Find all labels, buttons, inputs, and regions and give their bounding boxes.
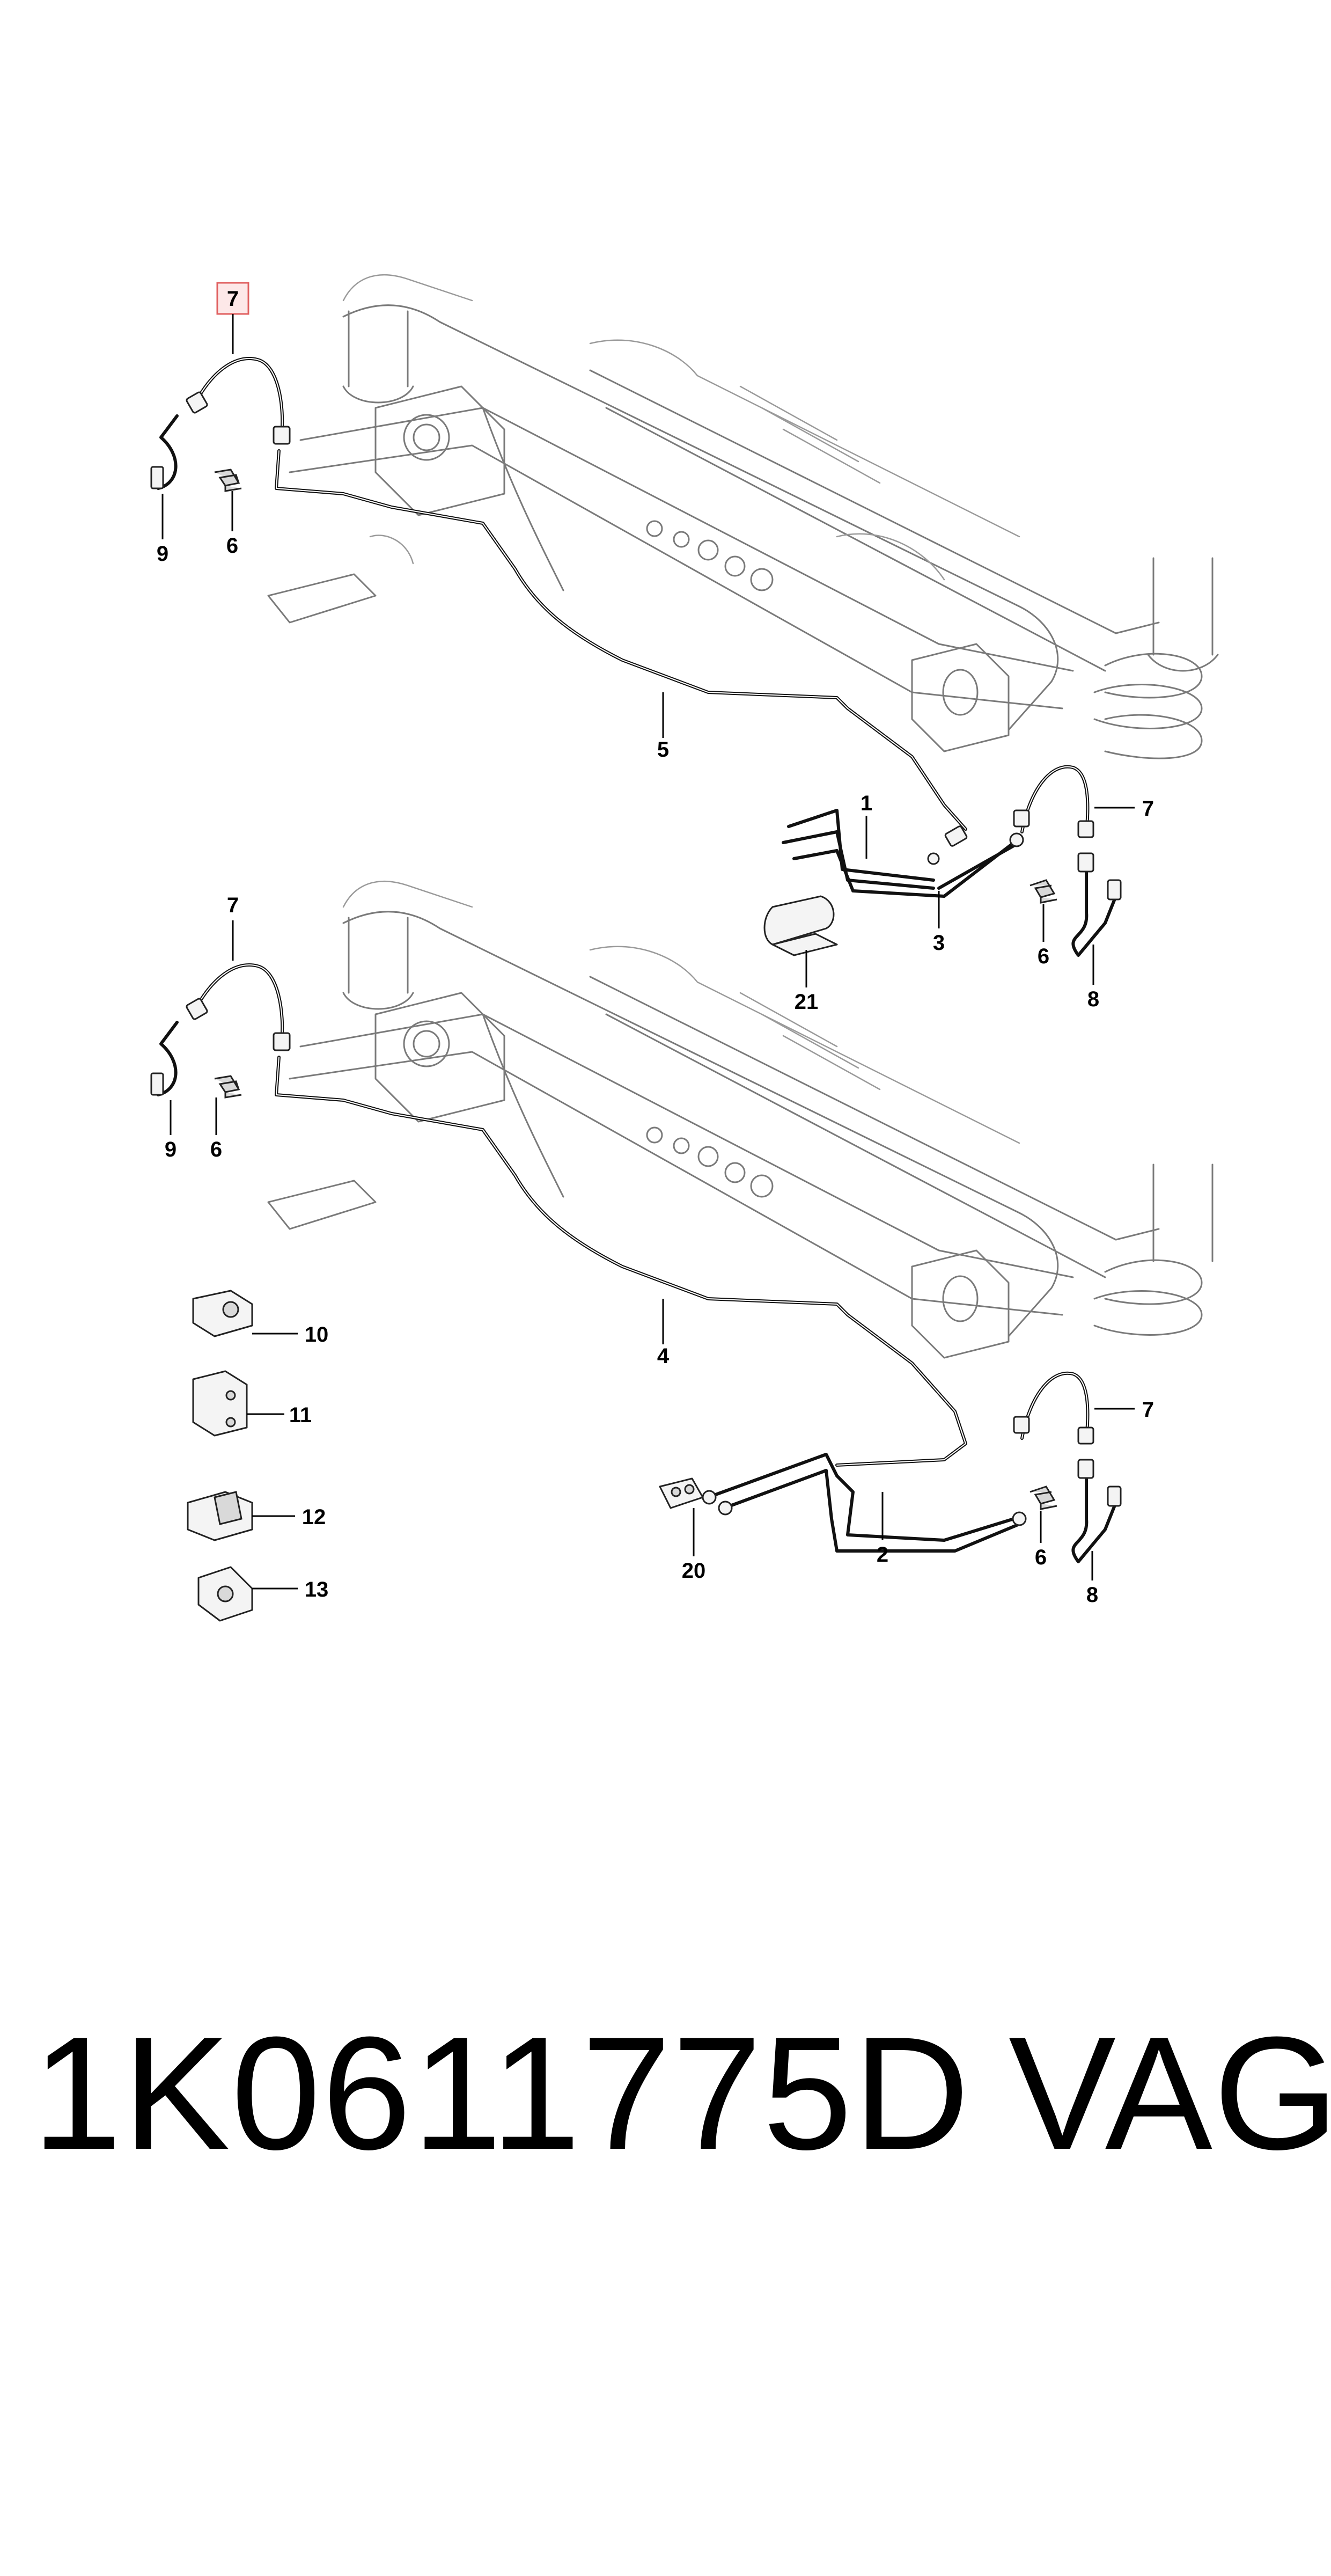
top-brake-lines-1-3 bbox=[782, 809, 1024, 898]
part-clip-11 bbox=[192, 1370, 248, 1437]
callout-7-right: 7 bbox=[1142, 797, 1154, 821]
bottom-brake-lines-2 bbox=[702, 1453, 1027, 1553]
callout-8: 8 bbox=[1087, 987, 1099, 1011]
part-clip-13 bbox=[197, 1566, 253, 1622]
top-retaining-clip-right bbox=[1029, 879, 1057, 904]
top-brake-hose-right bbox=[1013, 765, 1094, 838]
part-clip-12 bbox=[187, 1491, 253, 1541]
callout-2: 2 bbox=[877, 1543, 888, 1567]
callout-10: 10 bbox=[305, 1323, 329, 1346]
callout-7-right: 7 bbox=[1142, 1398, 1154, 1422]
callout-6-right: 6 bbox=[1035, 1546, 1047, 1569]
bottom-line-holder-20 bbox=[659, 1477, 704, 1509]
top-protective-cover-21 bbox=[763, 895, 838, 956]
callout-5: 5 bbox=[657, 738, 669, 762]
callout-1: 1 bbox=[861, 792, 872, 815]
top-callouts: 7 9 6 5 1 7 3 6 21 8 bbox=[157, 282, 1154, 1014]
callout-7-top: 7 bbox=[227, 287, 239, 311]
brake-line-exploded-diagram: 7 9 6 5 1 7 3 6 21 8 bbox=[150, 274, 1219, 1622]
callout-3: 3 bbox=[933, 931, 945, 955]
top-axle-frame bbox=[267, 274, 1219, 759]
top-brake-line-5 bbox=[275, 449, 968, 847]
part-number-caption: 1K0611775D VAG bbox=[32, 1996, 1331, 2190]
bottom-brake-hose-right bbox=[1013, 1371, 1094, 1445]
part-number-code: 1K0611775D bbox=[32, 2003, 971, 2183]
top-brake-line-8 bbox=[1071, 852, 1122, 957]
top-retaining-clip-left bbox=[214, 469, 242, 492]
bottom-retaining-clip-right bbox=[1029, 1485, 1057, 1510]
bottom-bleed-bracket-left bbox=[150, 1021, 179, 1096]
callout-6-left: 6 bbox=[210, 1138, 222, 1161]
callout-6-right: 6 bbox=[1038, 945, 1049, 968]
bottom-axle-frame bbox=[267, 881, 1214, 1359]
callout-21: 21 bbox=[795, 990, 819, 1014]
bottom-brake-line-4 bbox=[275, 1056, 967, 1467]
callout-11: 11 bbox=[289, 1403, 312, 1427]
callout-12: 12 bbox=[302, 1505, 326, 1529]
callout-8: 8 bbox=[1086, 1583, 1098, 1607]
bottom-callouts: 7 9 6 10 11 12 13 4 7 2 20 6 8 bbox=[165, 894, 1154, 1607]
top-assembly: 7 9 6 5 1 7 3 6 21 8 bbox=[150, 274, 1219, 1014]
callout-13: 13 bbox=[305, 1578, 329, 1601]
bottom-brake-hose-left bbox=[186, 963, 291, 1051]
callout-9: 9 bbox=[165, 1138, 177, 1161]
callout-7-top: 7 bbox=[227, 894, 239, 917]
part-clip-10 bbox=[192, 1290, 253, 1337]
bottom-assembly: 7 9 6 10 11 12 13 4 7 2 20 6 8 bbox=[150, 881, 1214, 1622]
callout-6-left: 6 bbox=[226, 534, 238, 558]
bottom-brake-line-8 bbox=[1071, 1459, 1122, 1563]
part-number-brand: VAG bbox=[1009, 2003, 1331, 2183]
callout-highlight-box bbox=[216, 282, 249, 315]
bottom-retaining-clip-left bbox=[214, 1075, 242, 1099]
callout-4: 4 bbox=[657, 1344, 670, 1368]
callout-9: 9 bbox=[157, 542, 168, 566]
callout-20: 20 bbox=[682, 1559, 706, 1583]
top-bleed-bracket-left bbox=[150, 414, 179, 490]
top-brake-hose-left bbox=[186, 357, 291, 445]
